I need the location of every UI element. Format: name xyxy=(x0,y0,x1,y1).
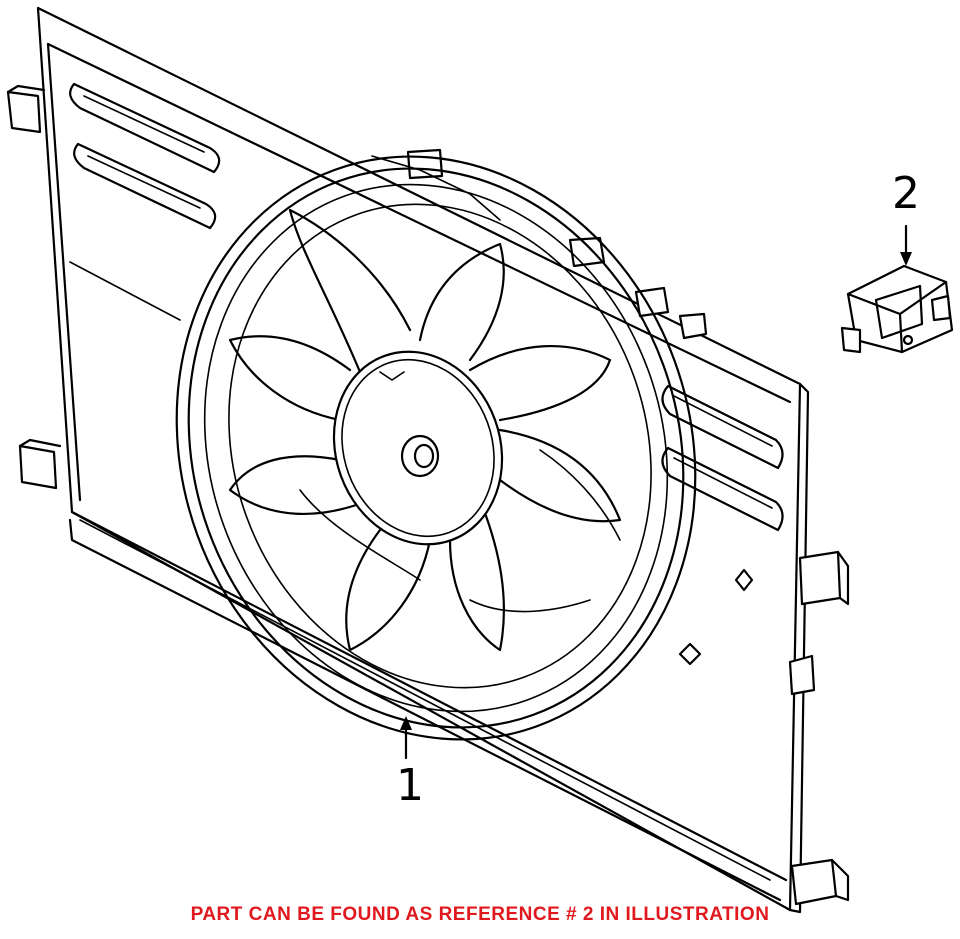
reference-note: PART CAN BE FOUND AS REFERENCE # 2 IN IL… xyxy=(190,904,770,925)
fan-ring xyxy=(175,155,697,741)
callout-part-2: 2 xyxy=(892,168,920,219)
left-mount-tabs xyxy=(6,84,62,490)
fan-blades xyxy=(228,208,622,652)
right-vent-slots xyxy=(661,384,784,532)
frame-holes xyxy=(678,568,754,666)
motor-bracket xyxy=(371,155,501,381)
fan-hub xyxy=(332,350,504,546)
leader-arrows xyxy=(400,224,912,760)
fan-control-module xyxy=(840,264,954,354)
left-vent-slots xyxy=(69,82,221,230)
callout-part-1: 1 xyxy=(396,760,424,811)
right-mount-tabs xyxy=(788,550,850,906)
